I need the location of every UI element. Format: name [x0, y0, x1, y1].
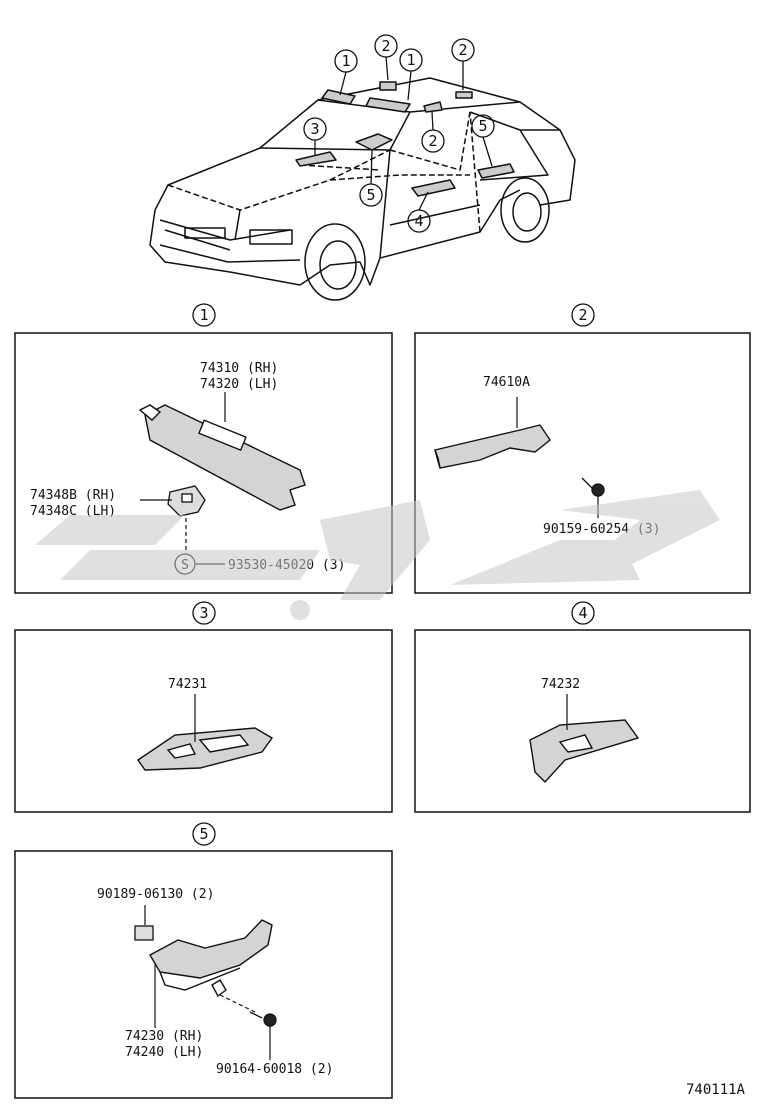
car-callout-label: 5 — [478, 117, 487, 135]
car-callout-labels: 1 2 1 2 2 3 5 5 4 — [310, 37, 487, 230]
panel-5: 5 90189-06130 (2) 74230 (RH) 74240 (LH) … — [14, 822, 393, 1099]
car-overview — [149, 77, 576, 301]
holder-part-rh: 74348B (RH) — [30, 488, 116, 503]
panel-4-number: 4 — [578, 604, 587, 622]
car-callout-label: 4 — [414, 212, 423, 230]
car-callouts — [303, 34, 495, 233]
pull-screw-part: 90164-60018 (2) — [216, 1062, 333, 1077]
switch-base-part-4: 74232 — [541, 677, 580, 692]
panel-2: 2 74610A 90159-60254 (3) — [414, 303, 751, 594]
panel-2-number: 2 — [578, 306, 587, 324]
door-pull-drawing — [149, 919, 273, 998]
panel-4: 4 74232 — [414, 601, 751, 813]
grip-bolt-drawing — [581, 477, 605, 497]
diagram-code: 740111A — [686, 1082, 746, 1098]
panel-1-number: 1 — [199, 306, 208, 324]
switch-base-part-3: 74231 — [168, 677, 207, 692]
door-pull-screw-drawing — [249, 1011, 277, 1027]
panel-3-number: 3 — [199, 604, 208, 622]
visor-part-lh: 74320 (LH) — [200, 377, 278, 392]
watermark-logo — [35, 490, 720, 620]
car-callout-label: 5 — [366, 186, 375, 204]
car-callout-label: 1 — [341, 52, 350, 70]
car-callout-label: 2 — [381, 37, 390, 55]
switch-base-4-drawing — [529, 719, 640, 784]
assist-grip-drawing — [434, 424, 551, 469]
clip-drawing — [134, 925, 154, 941]
panel-3: 3 74231 — [14, 601, 393, 813]
clip-part: 90189-06130 (2) — [97, 887, 214, 902]
pull-part-lh: 74240 (LH) — [125, 1045, 203, 1060]
car-callout-label: 3 — [310, 120, 319, 138]
sun-visor-drawing — [138, 404, 306, 511]
pull-part-rh: 74230 (RH) — [125, 1029, 203, 1044]
visor-part-rh: 74310 (RH) — [200, 361, 278, 376]
visor-holder-drawing — [167, 485, 206, 517]
grip-part: 74610A — [483, 375, 530, 390]
car-callout-label: 2 — [458, 41, 467, 59]
window-switch-base-drawing — [137, 727, 274, 771]
car-callout-label: 2 — [428, 132, 437, 150]
car-callout-label: 1 — [406, 51, 415, 69]
panel-5-number: 5 — [199, 825, 208, 843]
